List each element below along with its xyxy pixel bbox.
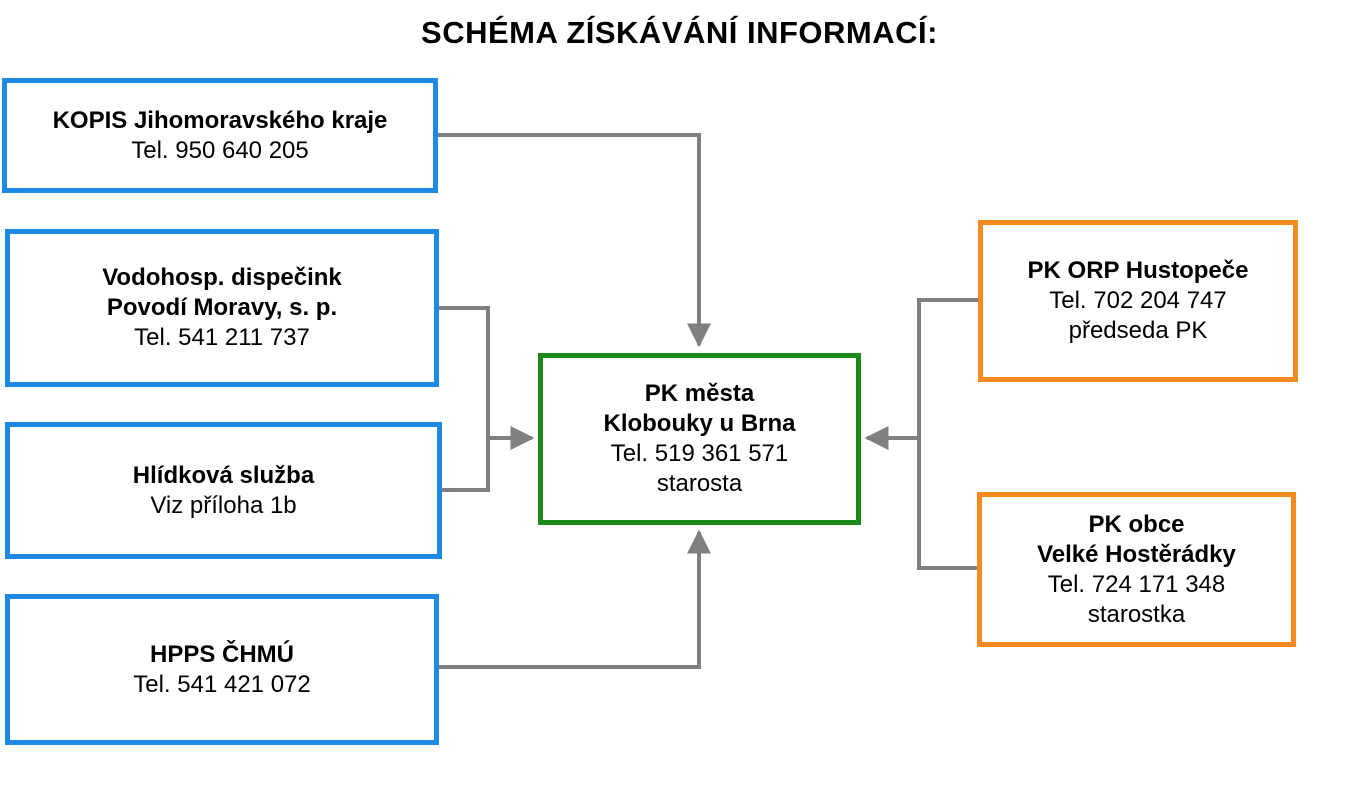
node-name: PK ORP Hustopeče [1027, 257, 1249, 284]
node-phone: Tel. 541 421 072 [133, 670, 311, 698]
connector-povodi [437, 306, 490, 438]
node-role: starostka [1087, 600, 1186, 628]
node-name: KOPIS Jihomoravského kraje [52, 106, 388, 134]
node-role: starosta [656, 470, 743, 497]
node-name-line1: PK města [644, 380, 755, 407]
node-kopis: KOPIS Jihomoravského kraje Tel. 950 640 … [2, 78, 438, 193]
node-phone: Tel. 724 171 348 [1047, 570, 1226, 598]
node-hpps: HPPS ČHMÚ Tel. 541 421 072 [5, 594, 439, 745]
node-phone: Tel. 702 204 747 [1049, 287, 1227, 314]
node-povodi: Vodohosp. dispečink Povodí Moravy, s. p.… [5, 229, 439, 387]
node-note: Viz příloha 1b [150, 491, 297, 519]
node-phone: Tel. 541 211 737 [134, 324, 310, 351]
node-obec: PK obce Velké Hostěrádky Tel. 724 171 34… [977, 492, 1296, 647]
page-title: SCHÉMA ZÍSKÁVÁNÍ INFORMACÍ: [421, 15, 938, 50]
node-role: předseda PK [1068, 317, 1208, 344]
node-name-line2: Klobouky u Brna [603, 410, 796, 437]
node-name-line1: PK obce [1088, 510, 1185, 538]
node-name: HPPS ČHMÚ [149, 640, 294, 668]
node-name-line2: Velké Hostěrádky [1037, 540, 1236, 568]
connector-hpps [437, 529, 711, 669]
node-name-line2: Povodí Moravy, s. p. [106, 294, 338, 321]
node-center: PK města Klobouky u Brna Tel. 519 361 57… [538, 353, 861, 525]
node-name-line1: Vodohosp. dispečink [102, 264, 342, 291]
node-name: Hlídková služba [132, 461, 315, 489]
node-phone: Tel. 519 361 571 [610, 440, 789, 467]
connector-kopis [437, 133, 711, 348]
connector-orp [917, 298, 980, 570]
node-hlidkova: Hlídková služba Viz příloha 1b [5, 422, 442, 559]
node-orp: PK ORP Hustopeče Tel. 702 204 747 předse… [978, 220, 1298, 382]
node-phone: Tel. 950 640 205 [131, 136, 309, 164]
connector-hlidkova [437, 438, 490, 492]
